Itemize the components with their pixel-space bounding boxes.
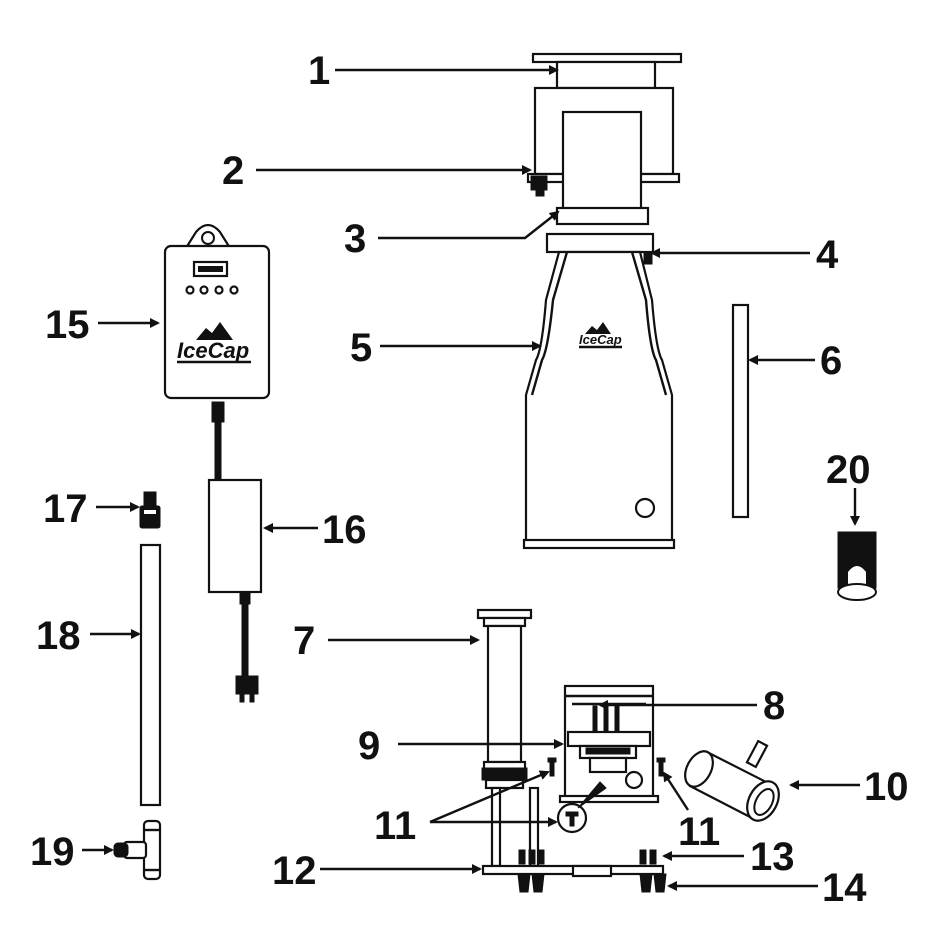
- callout-8: 8: [763, 684, 785, 728]
- callout-13: 13: [750, 835, 795, 879]
- part-18-tube: [139, 543, 162, 807]
- callout-17: 17: [43, 487, 88, 531]
- callout-3: 3: [344, 217, 366, 261]
- callout-5: 5: [350, 326, 372, 370]
- controller-logo: IceCap: [177, 322, 251, 364]
- callout-6: 6: [820, 339, 842, 383]
- part-8-9-pump: [556, 684, 660, 834]
- callout-labels: 1 2 3 4 5 6 7 8 9 10 11 11 12 13 14 15 1…: [30, 49, 909, 910]
- callout-20: 20: [826, 448, 871, 492]
- part-19-tee: [113, 819, 162, 881]
- controller-logo-text: IceCap: [177, 338, 249, 363]
- part-16-power-supply: [207, 401, 263, 703]
- callout-1: 1: [308, 49, 330, 93]
- part-20-silencer: [837, 531, 877, 601]
- callout-4: 4: [816, 233, 839, 277]
- part-2-collection-cup: [526, 86, 681, 214]
- callout-11-left: 11: [374, 804, 416, 848]
- part-17-fitting: [139, 491, 161, 529]
- callout-10: 10: [864, 765, 909, 809]
- part-15-controller: IceCap: [163, 223, 271, 400]
- part-5-skimmer-body: IceCap: [522, 250, 676, 550]
- part-12-base-plate: [481, 864, 665, 878]
- part-13-14-feet: [517, 849, 667, 893]
- part-6-tube: [731, 303, 750, 519]
- part-3-collar: [555, 206, 650, 226]
- body-logo: IceCap: [579, 322, 622, 349]
- part-1-cup-lid: [531, 52, 683, 90]
- callout-18: 18: [36, 614, 81, 658]
- body-logo-text: IceCap: [579, 332, 622, 347]
- callout-15: 15: [45, 303, 90, 347]
- leader-lines: [82, 65, 860, 891]
- callout-9: 9: [358, 724, 380, 768]
- part-10-inlet-pipe: [684, 739, 780, 822]
- callout-2: 2: [222, 149, 244, 193]
- callout-11-right: 11: [678, 810, 720, 854]
- callout-7: 7: [293, 619, 315, 663]
- callout-14: 14: [822, 866, 867, 910]
- callout-19: 19: [30, 830, 75, 874]
- part-11-screws: [547, 757, 666, 777]
- callout-12: 12: [272, 849, 317, 893]
- part-7-riser-pipe: [476, 608, 540, 868]
- callout-16: 16: [322, 508, 367, 552]
